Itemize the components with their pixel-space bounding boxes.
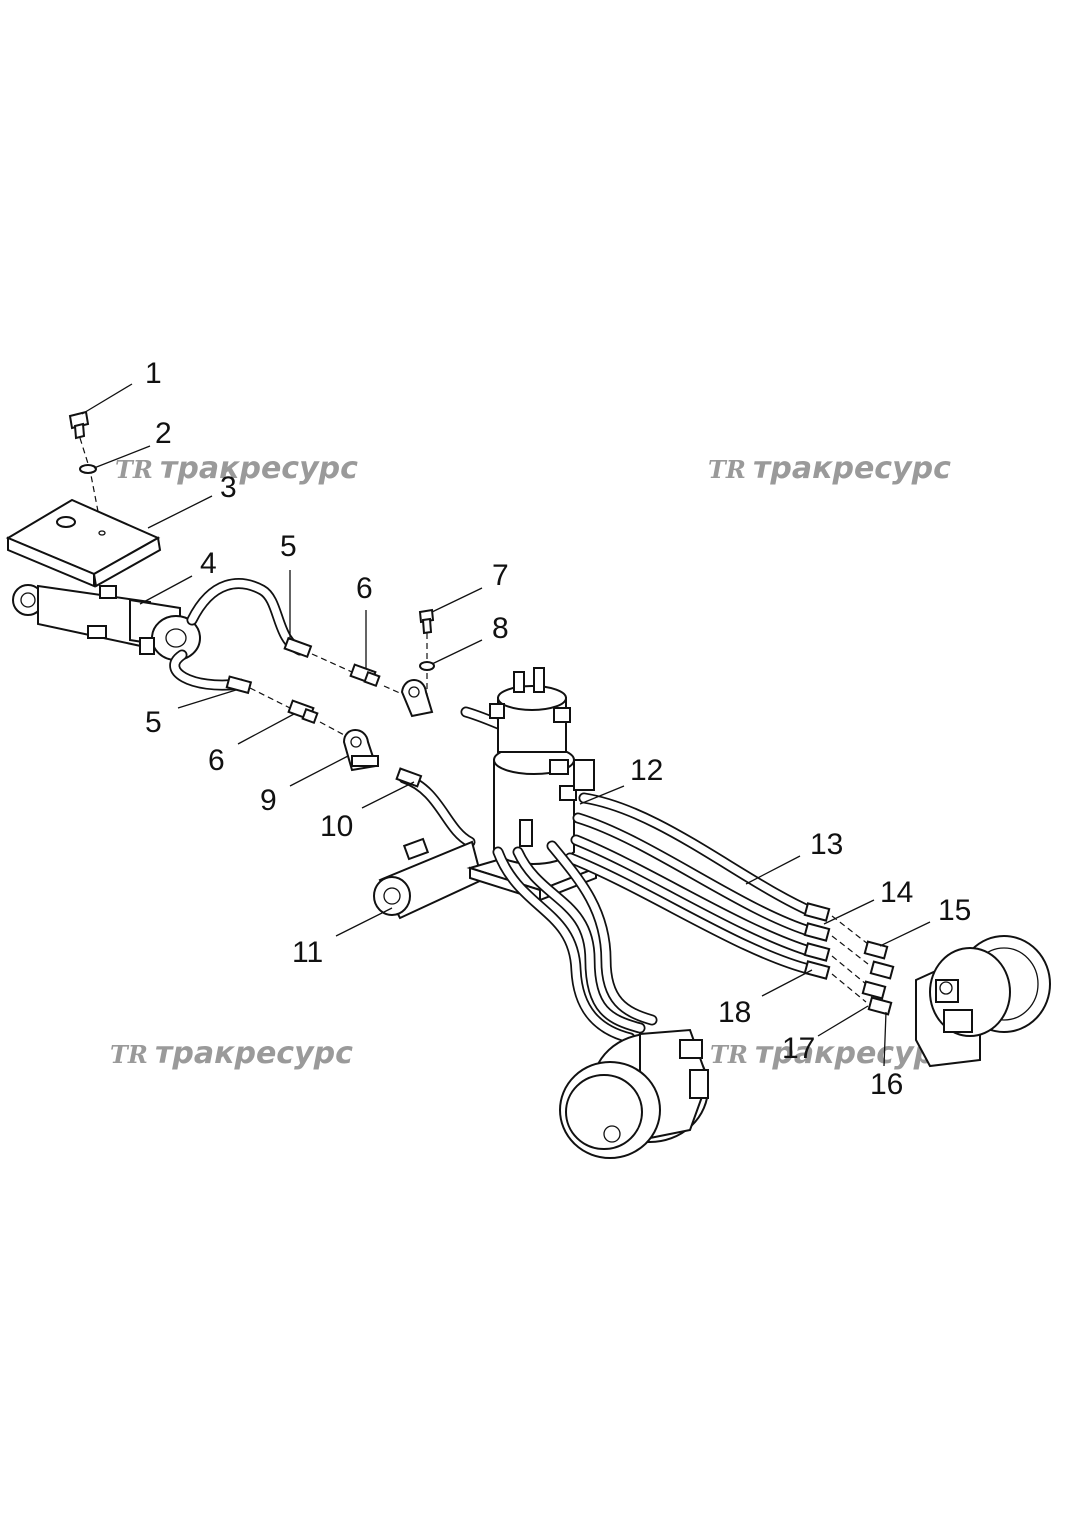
callout-6-lower: 6 bbox=[208, 744, 225, 777]
watermark-logo: TR bbox=[708, 455, 746, 484]
watermark-logo: TR bbox=[110, 1040, 148, 1069]
steering-cylinder-part-4 bbox=[12, 584, 201, 661]
clamp-bracket-part-9 bbox=[342, 729, 379, 772]
watermark-top-left: TR тракресурс bbox=[115, 451, 358, 486]
callout-18: 18 bbox=[718, 996, 751, 1029]
steering-cylinder-part-11 bbox=[373, 837, 484, 920]
leader-lines bbox=[81, 383, 931, 1067]
assembly-axis-14-15 bbox=[831, 915, 869, 945]
adapters-part-15-16-17 bbox=[861, 940, 895, 1016]
assembly-axis-14-15 bbox=[831, 935, 869, 965]
watermark-text: тракресурс bbox=[753, 451, 951, 486]
callout-15: 15 bbox=[938, 894, 971, 927]
watermark-logo: TR bbox=[710, 1040, 748, 1069]
assembly-axis-6-bracket-lower bbox=[319, 721, 347, 737]
guard-plate-part-3 bbox=[5, 498, 162, 588]
hose-part-5-lower bbox=[169, 649, 253, 695]
callout-14: 14 bbox=[880, 876, 913, 909]
hose-part-5-upper bbox=[186, 578, 313, 659]
adapter-part-6-lower bbox=[287, 699, 319, 725]
callout-9: 9 bbox=[260, 784, 277, 817]
callout-17: 17 bbox=[782, 1032, 815, 1065]
adapter-part-6-upper bbox=[349, 663, 381, 688]
assembly-axis-18-17 bbox=[831, 955, 867, 985]
watermark-text: тракресурс bbox=[155, 1036, 353, 1071]
washer-part-8 bbox=[419, 661, 435, 671]
watermark-text: тракресурс bbox=[160, 451, 358, 486]
callout-5-lower: 5 bbox=[145, 706, 162, 739]
bolt-part-7 bbox=[418, 608, 435, 635]
callout-13: 13 bbox=[810, 828, 843, 861]
callout-labels: 1 2 3 4 5 5 6 6 7 8 9 10 11 12 13 14 15 … bbox=[145, 357, 971, 1101]
callout-6-upper: 6 bbox=[356, 572, 373, 605]
callout-5-upper: 5 bbox=[280, 530, 297, 563]
washer-part-2 bbox=[79, 464, 97, 474]
callout-1: 1 bbox=[145, 357, 162, 390]
hose-bundle-left-motor bbox=[492, 840, 658, 1044]
hose-end-fittings-part-14 bbox=[803, 902, 831, 980]
callout-16: 16 bbox=[870, 1068, 903, 1101]
watermark-logo: TR bbox=[115, 455, 153, 484]
assembly-axis-18-17 bbox=[831, 973, 867, 1003]
callout-7: 7 bbox=[492, 559, 509, 592]
assembly-axis-5-6-upper bbox=[311, 653, 353, 673]
watermark-top-right: TR тракресурс bbox=[708, 451, 951, 486]
watermark-bottom-left: TR тракресурс bbox=[110, 1036, 353, 1071]
callout-3: 3 bbox=[220, 471, 237, 504]
hose-part-10 bbox=[395, 767, 476, 848]
bolt-part-1 bbox=[68, 410, 90, 440]
travel-motor-right bbox=[915, 935, 1051, 1068]
hose-bracket-upper bbox=[400, 679, 434, 718]
hose-bundle-part-13 bbox=[564, 792, 818, 976]
callout-2: 2 bbox=[155, 417, 172, 450]
travel-motor-left bbox=[559, 1028, 710, 1159]
assembly-axis-5-6-lower bbox=[249, 687, 291, 709]
callout-12: 12 bbox=[630, 754, 663, 787]
callout-10: 10 bbox=[320, 810, 353, 843]
callout-4: 4 bbox=[200, 547, 217, 580]
callout-11: 11 bbox=[292, 936, 323, 969]
callout-8: 8 bbox=[492, 612, 509, 645]
